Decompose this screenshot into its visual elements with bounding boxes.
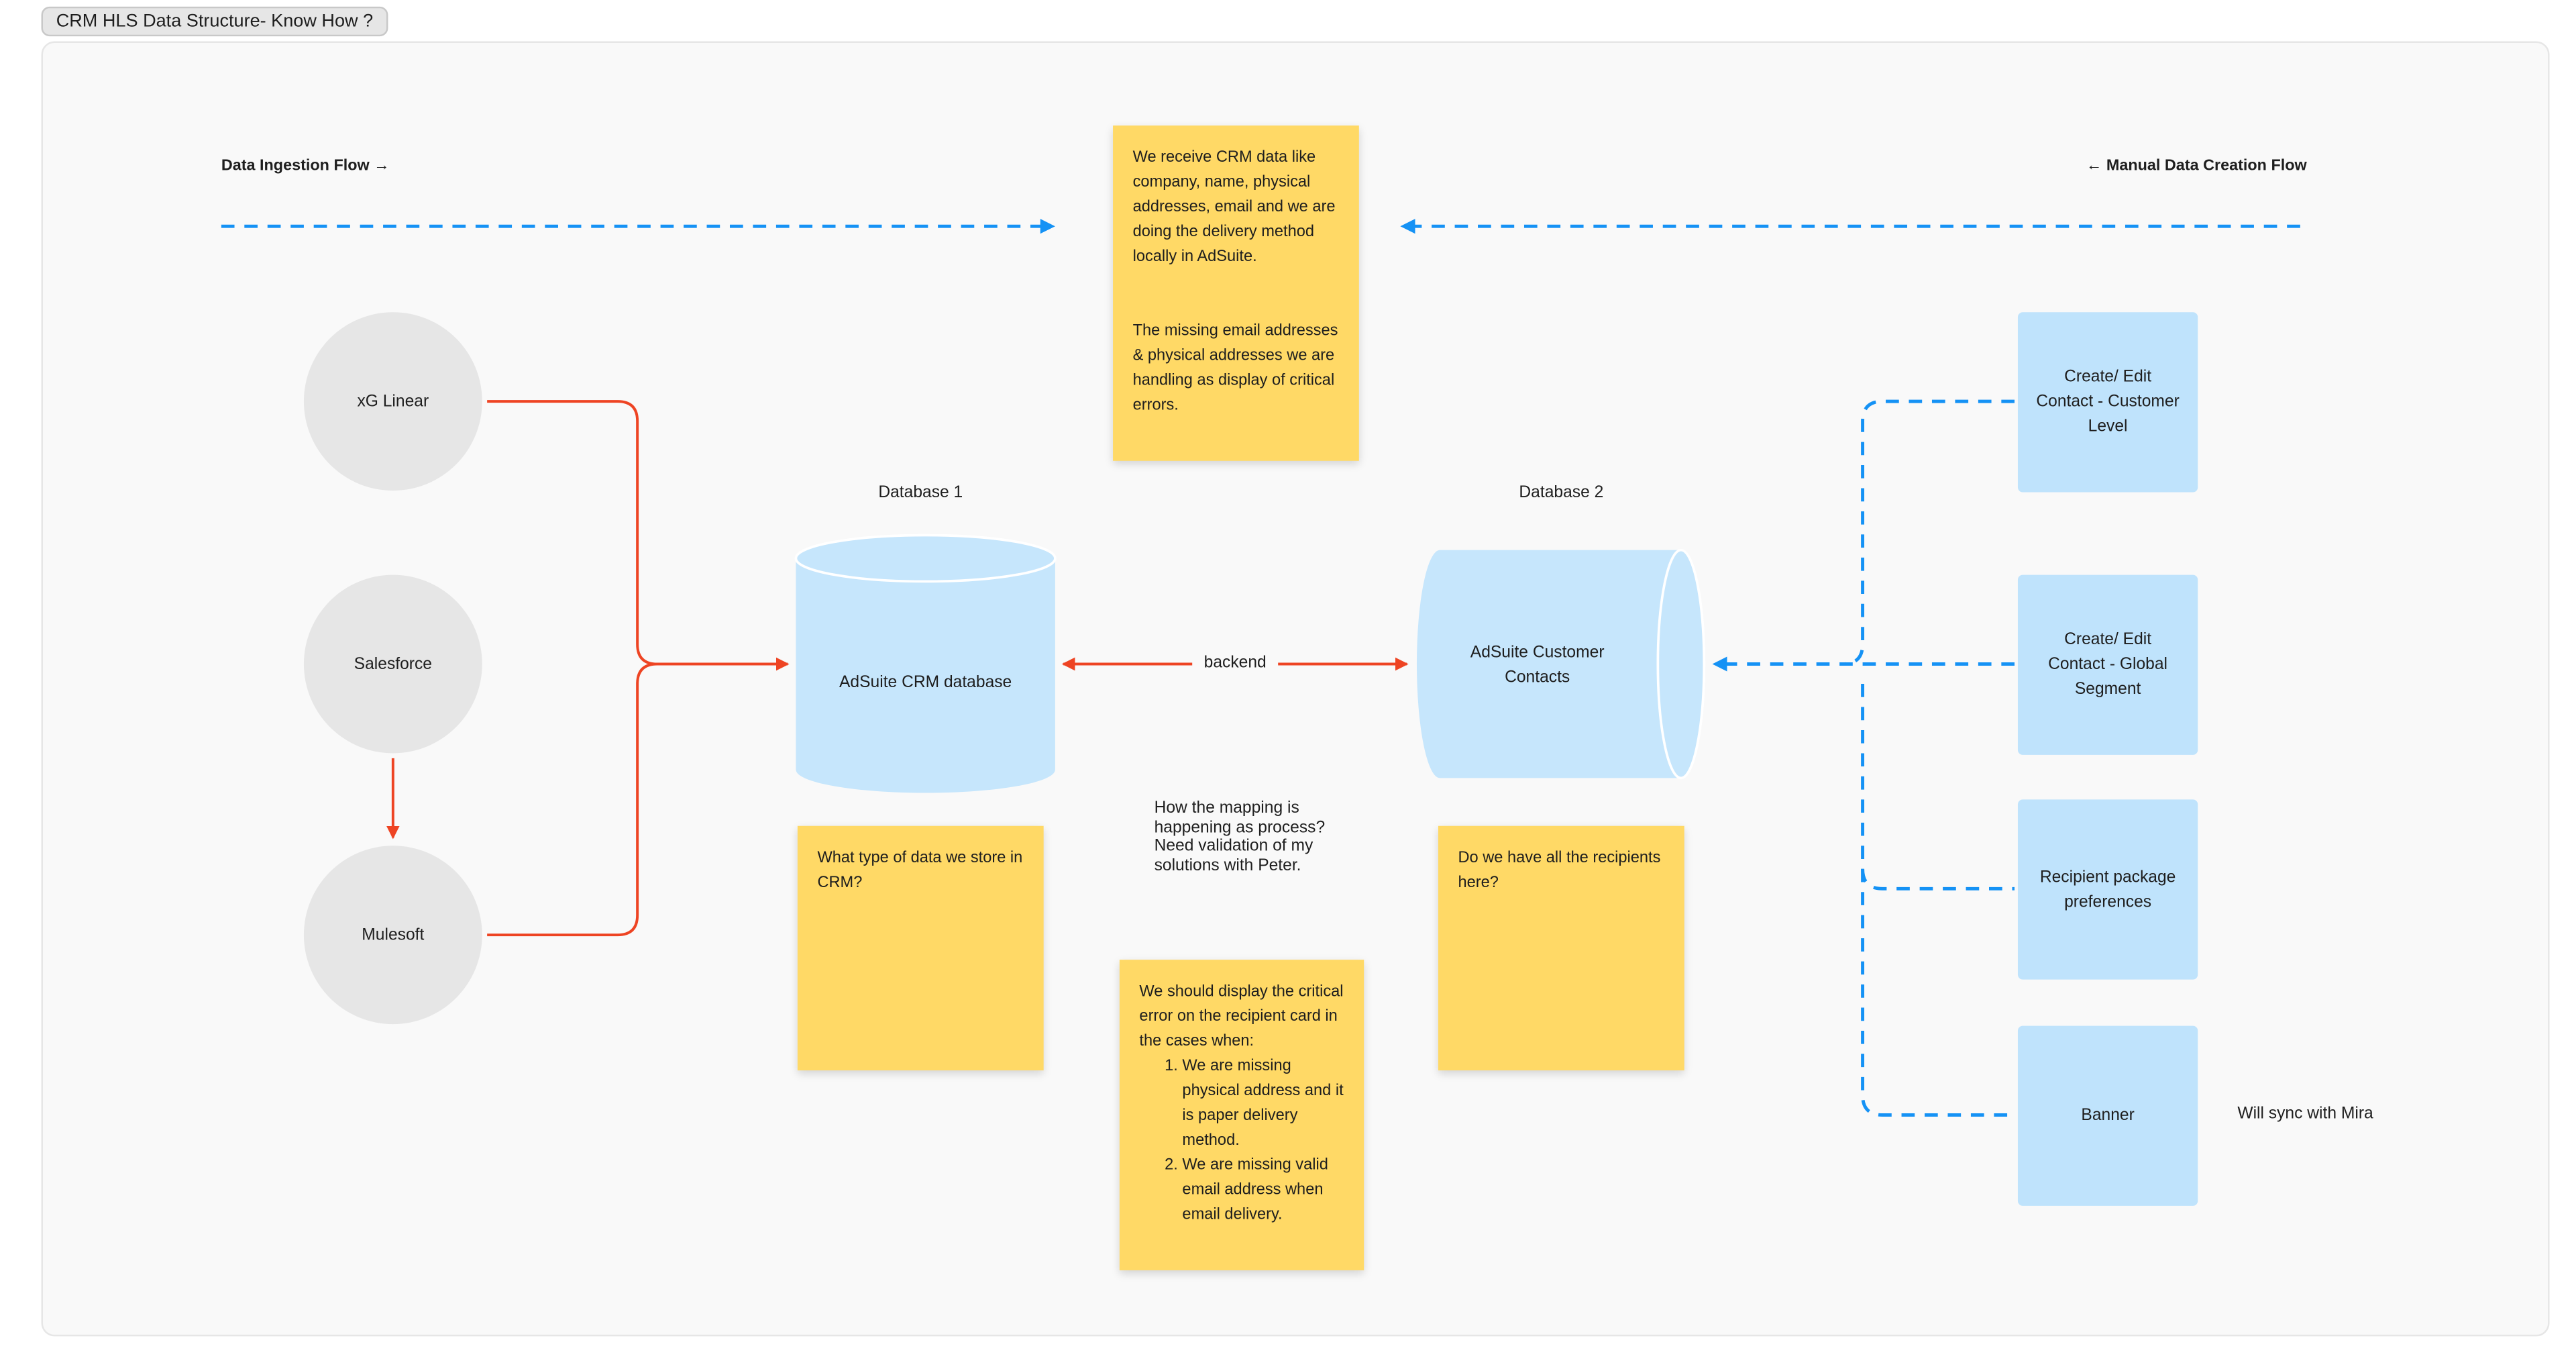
list-item: We are missing physical address and it i…	[1182, 1054, 1344, 1153]
note-text: Do we have all the recipients here?	[1458, 849, 1661, 893]
database-1-label: Database 1	[878, 484, 963, 503]
database-1-name[interactable]: AdSuite CRM database	[839, 674, 1012, 693]
sticky-note-crm-data[interactable]: We receive CRM data like company, name, …	[1113, 125, 1359, 461]
ingestion-flow-label: Data Ingestion Flow →	[221, 156, 390, 175]
box-contact-global-segment[interactable]: Create/ Edit Contact - Global Segment	[2017, 574, 2198, 755]
note-text: The missing email addresses & physical a…	[1132, 321, 1338, 415]
list-item: We are missing valid email address when …	[1182, 1153, 1344, 1227]
note-text: We should display the critical error on …	[1139, 982, 1344, 1051]
xg-linear-connector	[487, 400, 790, 671]
sticky-note-critical-errors[interactable]: We should display the critical error on …	[1119, 960, 1364, 1270]
note-text: What type of data we store in CRM?	[817, 849, 1023, 893]
box-banner[interactable]: Banner	[2017, 1025, 2198, 1206]
box-contact-customer-level[interactable]: Create/ Edit Contact - Customer Level	[2017, 312, 2198, 493]
source-xg-linear[interactable]: xG Linear	[303, 312, 482, 491]
database-1-cylinder	[794, 534, 1057, 793]
sticky-note-recipients[interactable]: Do we have all the recipients here?	[1438, 825, 1684, 1071]
backend-label: backend	[1203, 654, 1267, 672]
source-salesforce[interactable]: Salesforce	[303, 574, 482, 754]
manual-connectors	[1712, 399, 2015, 1117]
box-recipient-package-preferences[interactable]: Recipient package preferences	[2017, 799, 2198, 980]
note-text: We receive CRM data like company, name, …	[1132, 148, 1336, 266]
source-mulesoft[interactable]: Mulesoft	[303, 846, 482, 1025]
critical-error-list: We are missing physical address and it i…	[1139, 1054, 1344, 1227]
mapping-question-text[interactable]: How the mapping is happening as process?…	[1154, 799, 1326, 876]
database-2-cylinder	[1416, 548, 1706, 780]
sticky-note-data-type[interactable]: What type of data we store in CRM?	[797, 825, 1044, 1071]
mulesoft-connector	[487, 662, 657, 937]
database-2-name[interactable]: AdSuite Customer Contacts	[1470, 644, 1605, 687]
database-2-label: Database 2	[1519, 484, 1604, 503]
board-title[interactable]: CRM HLS Data Structure- Know How ?	[41, 6, 388, 37]
banner-note: Will sync with Mira	[2237, 1105, 2373, 1123]
manual-flow-label: ← Manual Data Creation Flow	[2086, 156, 2307, 175]
